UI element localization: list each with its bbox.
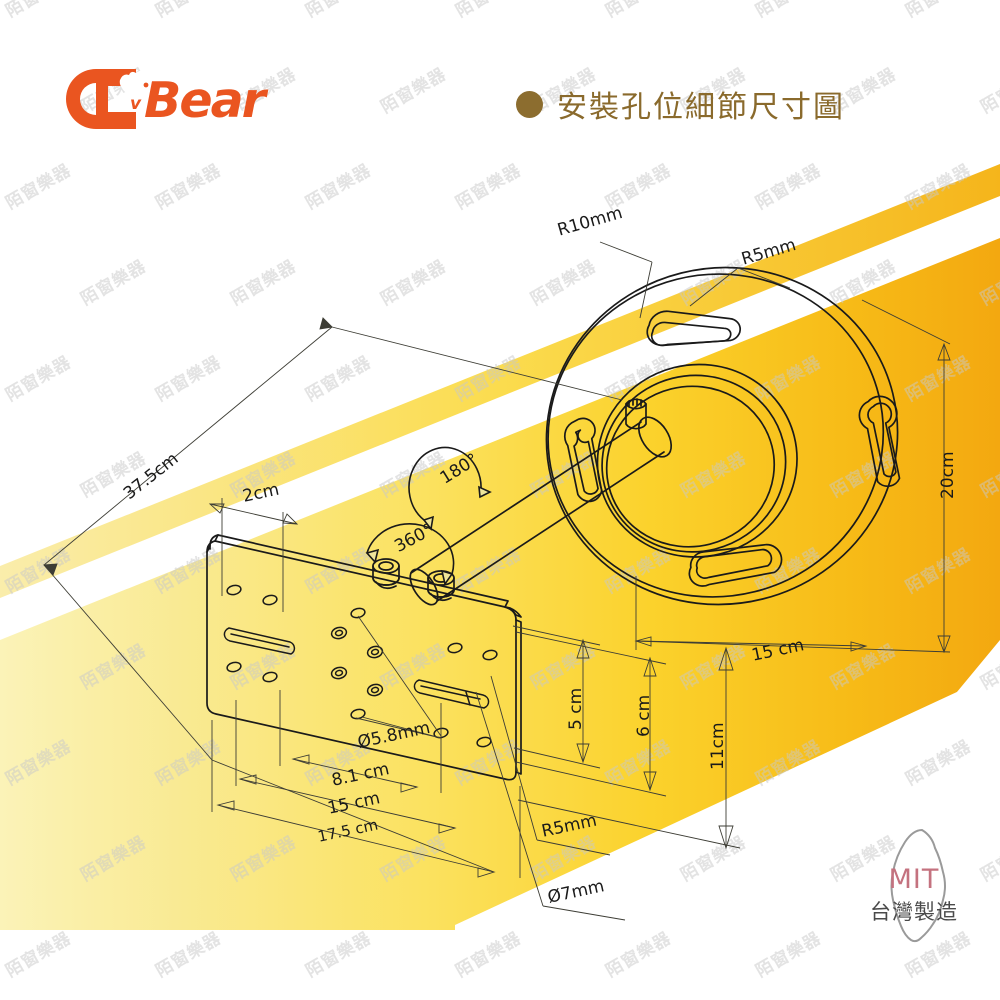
bullet-icon — [516, 90, 543, 118]
plate-holes — [223, 584, 498, 748]
dimension-lines — [43, 241, 951, 921]
mit-label-en: MIT — [888, 864, 940, 895]
logo-superscript: v — [130, 94, 142, 114]
logo-wordmark: Bear — [144, 72, 266, 129]
dimension-label-h6cm: 6 cm — [634, 694, 654, 737]
page-title: 安裝孔位細節尺寸圖 — [557, 90, 845, 125]
mit-badge: MIT 台灣製造 — [850, 824, 978, 952]
dimension-label-h5cm: 5 cm — [566, 687, 586, 730]
dimension-label-h11cm: 11cm — [708, 722, 728, 770]
mit-label-zh: 台灣製造 — [870, 900, 958, 924]
brand-logo: v Bear — [58, 68, 268, 130]
page-title-group: 安裝孔位細節尺寸圖 — [516, 82, 845, 126]
page-header: v Bear 安裝孔位細節尺寸圖 — [0, 0, 1000, 170]
ceiling-plate — [545, 266, 901, 606]
dimension-label-h20cm: 20cm — [938, 451, 958, 499]
